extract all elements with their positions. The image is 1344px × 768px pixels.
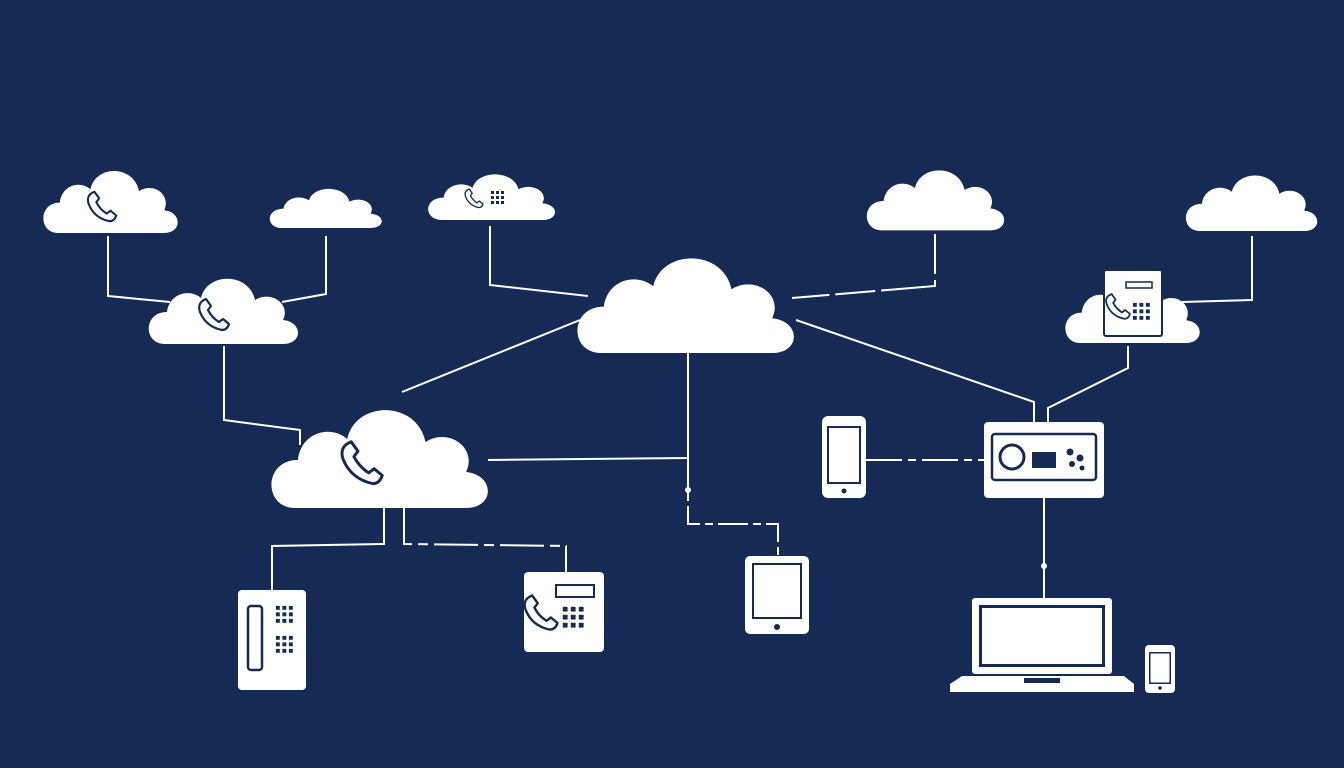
link-right-phone-to-gateway: [1047, 346, 1129, 422]
phone-screen-inner: [1150, 653, 1170, 683]
tablet[interactable]: [745, 556, 809, 634]
link-small-top-to-mid-left: [281, 236, 327, 303]
link-keypad-to-central: [489, 226, 589, 297]
link-central-to-tablet: [687, 458, 779, 556]
link-mid-left-to-main: [223, 346, 301, 445]
gateway-panel: [990, 432, 1098, 482]
keypad-icon: [491, 191, 504, 204]
phone-screen-inner: [829, 428, 859, 482]
handset-icon: [246, 604, 264, 672]
link-main-to-desk-phone-vertical: [271, 508, 385, 590]
link-top-left-to-mid-left: [107, 236, 171, 303]
laptop[interactable]: [950, 598, 1134, 692]
link-central-to-main: [401, 319, 581, 393]
junction-dot: [685, 487, 691, 493]
display-icon: [555, 584, 595, 598]
home-button-icon: [841, 488, 847, 494]
connection-lines: [107, 226, 1253, 600]
link-central-to-gateway: [795, 319, 1035, 422]
keypad-icon: [275, 635, 293, 653]
devices: [238, 416, 1175, 693]
desk-phone-square[interactable]: [523, 572, 604, 652]
button-icon: [1069, 461, 1075, 467]
home-button-icon: [1158, 686, 1162, 690]
junction-dot: [1041, 563, 1047, 569]
link-top-right-center-to-central: [791, 234, 936, 299]
laptop-screen-inner: [982, 608, 1102, 664]
port-icon: [1032, 452, 1056, 468]
keypad-icon: [562, 606, 584, 628]
smartphone-small[interactable]: [1145, 645, 1175, 693]
smartphone-left[interactable]: [822, 416, 866, 498]
connection-dots: [685, 487, 1047, 569]
voip-gateway[interactable]: [984, 422, 1104, 498]
trackpad-icon: [1024, 678, 1060, 683]
link-top-right-to-right-phone: [1181, 236, 1253, 303]
keypad-icon: [275, 605, 293, 623]
desk-phone-icon: [1103, 269, 1163, 337]
home-button-icon: [774, 624, 780, 630]
laptop-base: [950, 676, 1134, 692]
button-icon: [1076, 454, 1084, 462]
tablet-screen-inner: [754, 565, 800, 617]
button-icon: [1066, 448, 1074, 456]
speaker-icon: [998, 443, 1026, 471]
link-main-to-desk-phone-square: [403, 508, 567, 572]
button-icon: [1079, 465, 1085, 471]
desk-phone-vertical[interactable]: [238, 590, 306, 690]
cloud-icons: [86, 188, 1163, 486]
